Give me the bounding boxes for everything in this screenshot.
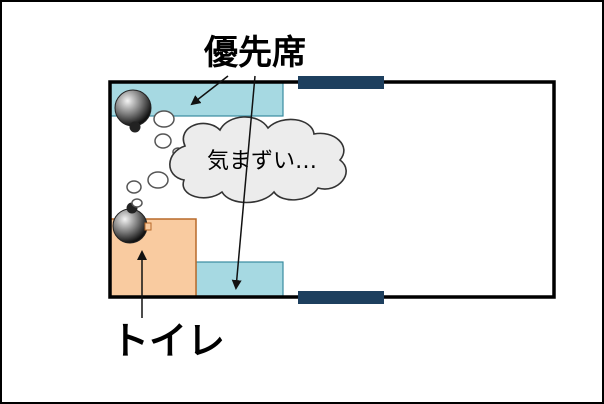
thought-trail-top bbox=[153, 110, 184, 157]
thought-trail-toilet bbox=[126, 171, 169, 208]
person-top-icon bbox=[114, 89, 152, 133]
priority-seat-bottom bbox=[195, 261, 284, 298]
priority-seat-label: 優先席 bbox=[203, 33, 306, 73]
arrow-to-seat-bottom bbox=[231, 75, 256, 290]
door-top bbox=[298, 76, 384, 89]
thought-cloud: 気まずい… bbox=[169, 116, 347, 204]
toilet-label: トイレ bbox=[111, 319, 225, 363]
arrow-to-seat-top bbox=[190, 75, 229, 106]
door-bottom bbox=[298, 291, 384, 304]
thought-text: 気まずい… bbox=[207, 149, 317, 174]
